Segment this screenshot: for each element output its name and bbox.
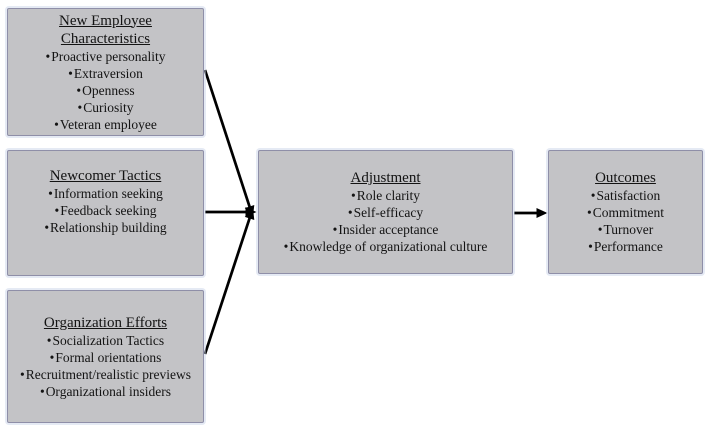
bullet-text: Information seeking [53, 186, 163, 201]
bullet-glyph: • [48, 186, 53, 201]
bullet-glyph: • [597, 222, 603, 237]
bullet-item: •Organizational insiders [14, 383, 197, 400]
bullet-item: •Proactive personality [14, 48, 197, 65]
bullet-glyph: • [49, 349, 55, 365]
arrow-characteristics-to-adjustment [203, 69, 255, 218]
box-title: Outcomes [595, 170, 656, 186]
bullet-glyph: • [54, 203, 60, 218]
bullet-item: •Satisfaction [555, 187, 696, 204]
arrow-efforts-to-adjustment [203, 207, 255, 355]
bullet-item: •Performance [555, 238, 696, 255]
bullet-glyph: • [588, 239, 593, 254]
bullet-glyph: • [332, 222, 338, 237]
bullet-item: •Curiosity [14, 99, 197, 116]
bullet-item: •Relationship building [14, 219, 197, 236]
bullet-text: Openness [82, 82, 135, 98]
bullet-text: Proactive personality [51, 48, 166, 64]
bullet-item: •Socialization Tactics [14, 332, 197, 349]
bullet-item: •Extraversion [14, 65, 197, 82]
bullet-text: Formal orientations [55, 349, 162, 365]
bullet-item: •Self-efficacy [265, 204, 506, 221]
bullet-text: Organizational insiders [45, 383, 172, 399]
bullet-item: •Formal orientations [14, 349, 197, 366]
box-newcomer-tactics: Newcomer Tactics •Information seeking •F… [7, 150, 204, 276]
bullet-item: •Turnover [555, 221, 696, 238]
bullet-item: •Commitment [555, 204, 696, 221]
bullet-glyph: • [283, 239, 289, 254]
bullet-item: •Openness [14, 82, 197, 99]
bullet-item: •Veteran employee [14, 116, 197, 133]
bullet-text: Role clarity [356, 188, 421, 203]
bullet-glyph: • [44, 220, 50, 235]
bullet-text: Veteran employee [59, 116, 157, 132]
bullet-glyph: • [19, 366, 25, 382]
bullet-glyph: • [590, 188, 596, 203]
box-new-employee-characteristics: New Employee Characteristics •Proactive … [7, 8, 204, 136]
bullet-item: •Knowledge of organizational culture [265, 238, 506, 255]
bullet-text: Socialization Tactics [52, 332, 165, 348]
bullet-glyph: • [39, 383, 45, 399]
box-title: New Employee Characteristics [59, 12, 152, 47]
bullet-text: Turnover [603, 222, 654, 237]
bullet-glyph: • [46, 332, 52, 348]
bullet-text: Extraversion [73, 65, 143, 81]
bullet-text: Curiosity [83, 99, 134, 115]
bullet-text: Knowledge of organizational culture [289, 239, 488, 254]
bullet-item: •Role clarity [265, 187, 506, 204]
bullet-text: Insider acceptance [338, 222, 439, 237]
bullet-glyph: • [350, 188, 356, 203]
bullet-text: Satisfaction [596, 188, 661, 203]
bullet-text: Relationship building [50, 220, 167, 235]
box-organization-efforts: Organization Efforts •Socialization Tact… [7, 290, 204, 423]
box-adjustment: Adjustment •Role clarity •Self-efficacy … [258, 150, 513, 274]
bullet-item: •Feedback seeking [14, 202, 197, 219]
bullet-text: Feedback seeking [60, 203, 157, 218]
bullet-item: •Recruitment/realistic previews [14, 366, 197, 383]
bullet-glyph: • [76, 82, 82, 98]
bullet-glyph: • [587, 205, 592, 220]
bullet-glyph: • [77, 99, 83, 115]
bullet-text: Performance [593, 239, 663, 254]
bullet-glyph: • [68, 65, 73, 81]
bullet-item: •Insider acceptance [265, 221, 506, 238]
box-title: Newcomer Tactics [49, 168, 162, 184]
box-title: Adjustment [350, 170, 421, 186]
bullet-item: •Information seeking [14, 185, 197, 202]
bullet-text: Recruitment/realistic previews [25, 366, 192, 382]
bullet-text: Commitment [592, 205, 664, 220]
bullet-glyph: • [347, 205, 353, 220]
bullet-glyph: • [54, 116, 59, 132]
bullet-text: Self-efficacy [353, 205, 424, 220]
box-title: Organization Efforts [43, 314, 168, 331]
bullet-glyph: • [45, 48, 51, 64]
box-outcomes: Outcomes •Satisfaction •Commitment •Turn… [548, 150, 703, 274]
